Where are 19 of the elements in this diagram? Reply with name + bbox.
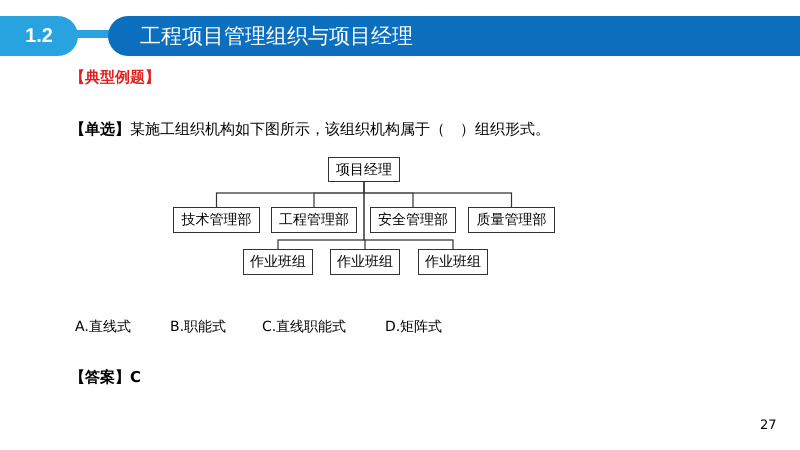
slide-title: 工程项目管理组织与项目经理 <box>140 23 413 50</box>
answer-option: B.职能式 <box>170 318 226 336</box>
connector-line <box>363 182 454 249</box>
org-box: 技术管理部 <box>173 207 260 233</box>
section-heading: 【典型例题】 <box>70 68 160 87</box>
org-box: 质量管理部 <box>468 207 555 233</box>
answer-text: 【答案】C <box>70 368 142 387</box>
answer-option: C.直线职能式 <box>262 318 346 336</box>
answer-option: D.矩阵式 <box>385 318 442 336</box>
org-box: 安全管理部 <box>370 207 456 233</box>
org-box: 工程管理部 <box>271 207 357 233</box>
org-box: 作业班组 <box>330 249 400 275</box>
org-box: 项目经理 <box>328 157 400 182</box>
page-number: 27 <box>760 418 777 433</box>
question-text: 【单选】某施工组织机构如下图所示，该组织机构属于（ ）组织形式。 <box>70 120 550 139</box>
org-box: 作业班组 <box>418 249 488 275</box>
org-box: 作业班组 <box>243 249 313 275</box>
answer-option: A.直线式 <box>75 318 131 336</box>
section-number: 1.2 <box>0 16 78 56</box>
